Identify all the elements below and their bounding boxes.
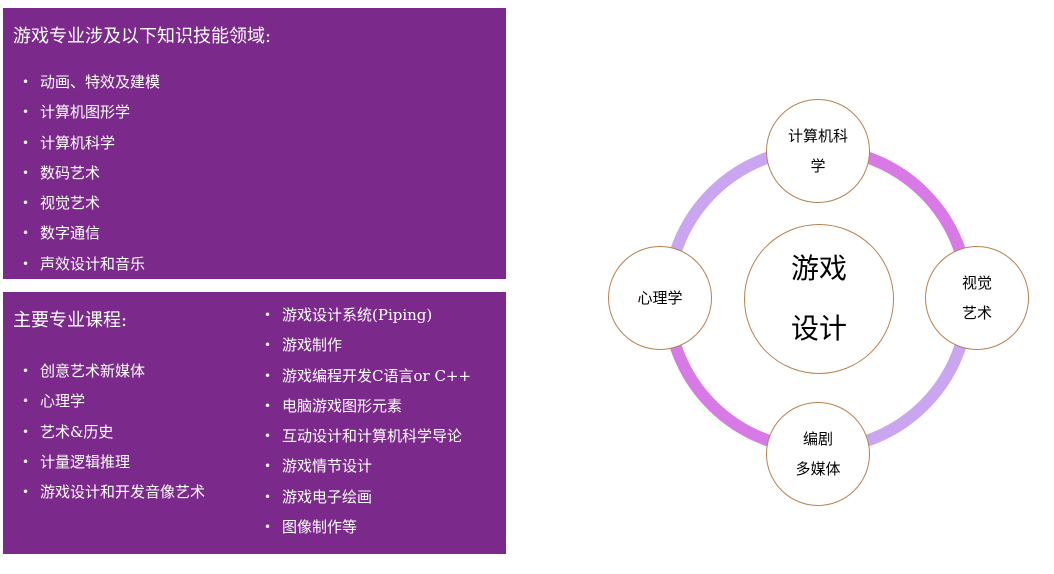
- bullet-icon: •: [22, 165, 30, 180]
- bullet-icon: •: [22, 135, 30, 150]
- list-item: •游戏设计系统(Piping): [255, 300, 471, 330]
- bullet-icon: •: [22, 424, 30, 439]
- bullet-icon: •: [22, 394, 30, 409]
- list-item: •互动设计和计算机科学导论: [255, 421, 471, 451]
- bullet-icon: •: [22, 196, 30, 211]
- list-item: •视觉艺术: [13, 188, 160, 218]
- courses-list-right: •游戏设计系统(Piping) •游戏制作 •游戏编程开发C语言or C++ •…: [255, 300, 471, 542]
- bullet-icon: •: [22, 75, 30, 89]
- list-item: •计算机图形学: [13, 97, 160, 127]
- list-item: •计量逻辑推理: [13, 447, 205, 477]
- list-item: •艺术&历史: [13, 417, 205, 447]
- list-item: •游戏制作: [255, 330, 471, 360]
- skills-panel-title: 游戏专业涉及以下知识技能领域:: [13, 26, 272, 47]
- list-item: •游戏设计和开发音像艺术: [13, 477, 205, 507]
- list-item: •计算机科学: [13, 128, 160, 158]
- node-computer-science: 计算机科 学: [766, 99, 870, 203]
- skills-panel: 游戏专业涉及以下知识技能领域: •动画、特效及建模 •计算机图形学 •计算机科学…: [3, 8, 506, 279]
- list-item: •动画、特效及建模: [13, 67, 160, 97]
- bullet-icon: •: [264, 338, 272, 353]
- list-item: •电脑游戏图形元素: [255, 391, 471, 421]
- list-item: •游戏电子绘画: [255, 482, 471, 512]
- bullet-icon: •: [22, 226, 30, 241]
- list-item: •数字通信: [13, 218, 160, 248]
- list-item: •游戏编程开发C语言or C++: [255, 361, 471, 391]
- bullet-icon: •: [264, 459, 272, 474]
- bullet-icon: •: [264, 368, 272, 383]
- list-item: •数码艺术: [13, 158, 160, 188]
- cycle-diagram: 游戏 设计 计算机科 学 视觉 艺术 编剧 多媒体 心理学: [590, 80, 1030, 520]
- courses-list-left: •创意艺术新媒体 •心理学 •艺术&历史 •计量逻辑推理 •游戏设计和开发音像艺…: [13, 356, 205, 507]
- bullet-icon: •: [264, 308, 272, 322]
- bullet-icon: •: [22, 105, 30, 120]
- list-item: •创意艺术新媒体: [13, 356, 205, 386]
- bullet-icon: •: [264, 398, 272, 413]
- list-item: •图像制作等: [255, 512, 471, 542]
- bullet-icon: •: [264, 520, 272, 535]
- list-item: •声效设计和音乐: [13, 249, 160, 279]
- courses-panel: 主要专业课程: •创意艺术新媒体 •心理学 •艺术&历史 •计量逻辑推理 •游戏…: [3, 292, 506, 554]
- bullet-icon: •: [22, 256, 30, 271]
- center-node: 游戏 设计: [744, 224, 894, 374]
- list-item: •游戏情节设计: [255, 451, 471, 481]
- skills-list: •动画、特效及建模 •计算机图形学 •计算机科学 •数码艺术 •视觉艺术 •数字…: [13, 67, 160, 279]
- bullet-icon: •: [264, 429, 272, 444]
- bullet-icon: •: [22, 485, 30, 500]
- bullet-icon: •: [22, 364, 30, 378]
- node-visual-arts: 视觉 艺术: [925, 246, 1029, 350]
- bullet-icon: •: [264, 489, 272, 504]
- courses-panel-title: 主要专业课程:: [13, 310, 128, 331]
- node-screenwriting-multimedia: 编剧 多媒体: [766, 402, 870, 506]
- list-item: •心理学: [13, 386, 205, 416]
- bullet-icon: •: [22, 454, 30, 469]
- node-psychology: 心理学: [608, 246, 712, 350]
